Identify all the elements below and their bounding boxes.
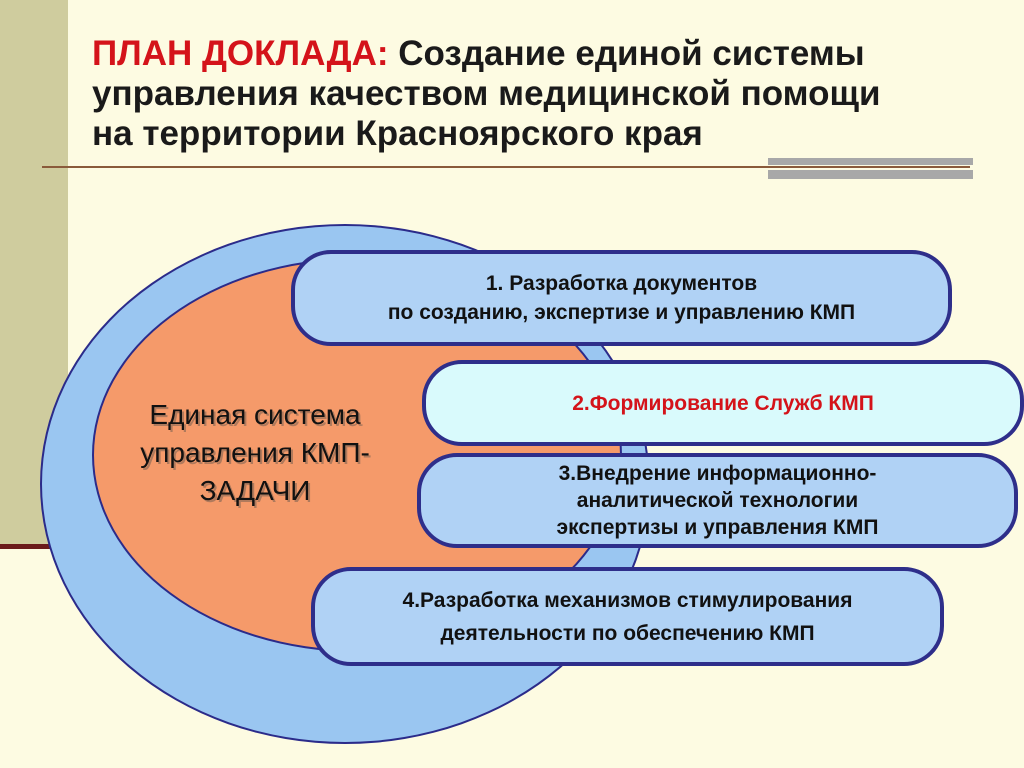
center-label: Единая система управления КМП- ЗАДАЧИ — [100, 396, 410, 510]
title-line-3: на территории Красноярского края — [92, 114, 703, 153]
slide-title: ПЛАН ДОКЛАДА: Создание единой системы уп… — [92, 34, 1012, 154]
title-accent-bar-top — [768, 158, 973, 165]
title-line-2: управления качеством медицинской помощи — [92, 74, 881, 113]
task-3-line-2: аналитической технологии — [576, 489, 859, 512]
task-1-line-1: 1. Разработка документов — [485, 272, 758, 295]
title-accent-bar-bottom — [768, 170, 973, 179]
task-4-line-2: деятельности по обеспечению КМП — [440, 621, 815, 645]
title-underline — [42, 166, 970, 168]
task-1-line-2: по созданию, экспертизе и управлению КМП — [387, 301, 856, 324]
task-box-1: 1. Разработка документов по созданию, эк… — [291, 250, 952, 346]
task-3-line-3: экспертизы и управления КМП — [556, 516, 879, 539]
task-4-line-1: 4.Разработка механизмов стимулирования — [402, 588, 853, 612]
title-lead: ПЛАН ДОКЛАДА: — [92, 34, 389, 73]
center-label-line-3: ЗАДАЧИ — [199, 475, 311, 506]
task-box-3: 3.Внедрение информационно- аналитической… — [417, 453, 1018, 548]
task-2-line-1: 2.Формирование Служб КМП — [572, 391, 874, 415]
task-box-2: 2.Формирование Служб КМП — [422, 360, 1024, 446]
task-3-line-1: 3.Внедрение информационно- — [558, 462, 877, 485]
side-decor-line — [0, 544, 68, 549]
center-label-line-2: управления КМП- — [140, 437, 370, 468]
title-line-1: Создание единой системы — [388, 34, 865, 73]
task-box-4: 4.Разработка механизмов стимулирования д… — [311, 567, 944, 666]
center-label-line-1: Единая система — [149, 399, 361, 430]
